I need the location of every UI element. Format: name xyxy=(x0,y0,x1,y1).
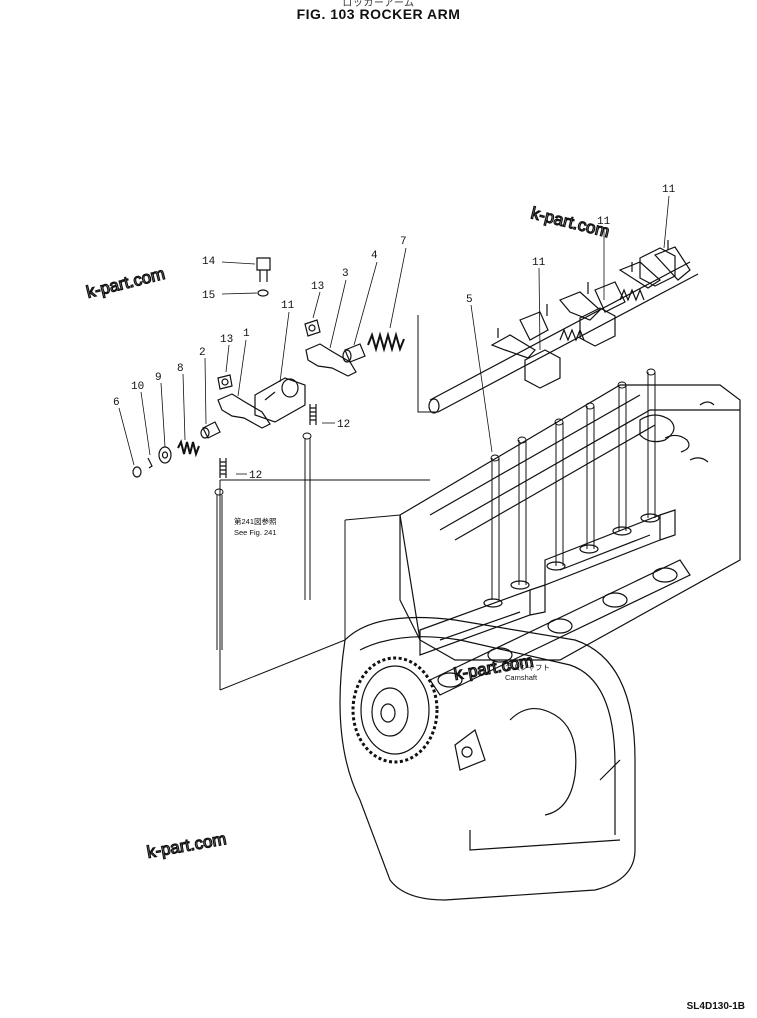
callout-12: 12 xyxy=(249,470,262,482)
tappet-bracket xyxy=(419,509,676,656)
pushrods xyxy=(490,368,656,600)
callout-15: 15 xyxy=(202,290,215,302)
callout-14: 14 xyxy=(202,256,216,268)
callout-labels: 6 10 9 8 2 13 1 12 14 15 11 13 3 4 7 12 … xyxy=(113,184,676,482)
washer-15 xyxy=(257,289,269,297)
callout-13: 13 xyxy=(220,334,233,346)
callout-10: 10 xyxy=(131,381,144,393)
callout-9: 9 xyxy=(155,372,162,384)
drawing-code: SL4D130-1B xyxy=(686,1001,745,1012)
callout-11: 11 xyxy=(597,216,611,228)
callout-11: 11 xyxy=(532,257,546,269)
pin-10 xyxy=(147,457,153,469)
callout-11: 11 xyxy=(281,300,295,312)
figure-title-en: FIG. 103 ROCKER ARM xyxy=(296,6,461,22)
watermarks: k-part.com k-part.com k-part.com k-part.… xyxy=(84,203,612,863)
pushrod xyxy=(302,432,312,600)
watermark: k-part.com xyxy=(145,829,227,862)
spring-7 xyxy=(367,331,405,353)
timing-gear-housing xyxy=(339,616,636,901)
figure-title: ロッカーアーム FIG. 103 ROCKER ARM xyxy=(0,0,757,22)
cylinder-head xyxy=(399,384,741,661)
callout-11: 11 xyxy=(662,184,676,196)
watermark: k-part.com xyxy=(84,264,167,302)
rocker-assembly xyxy=(490,240,691,389)
snap-ring-6 xyxy=(132,466,142,478)
rocker-arm-1 xyxy=(217,393,271,429)
callout-5: 5 xyxy=(466,294,473,306)
rocker-arm-3 xyxy=(305,343,357,377)
rocker-support-11 xyxy=(254,377,306,423)
callout-2: 2 xyxy=(199,347,206,359)
washer-9 xyxy=(158,446,172,464)
bolt-14 xyxy=(256,257,271,282)
adjusting-screw-12 xyxy=(309,404,317,425)
rocker-shaft-5 xyxy=(428,261,699,414)
nut-13 xyxy=(217,374,233,390)
notes: 第241図参照 See Fig. 241 カムシャフト Camshaft xyxy=(234,516,550,682)
figure-title-jp: ロッカーアーム xyxy=(342,0,415,9)
callout-8: 8 xyxy=(177,363,184,375)
leader-lines xyxy=(118,195,670,475)
camshaft-label: Camshaft xyxy=(505,673,538,682)
callout-7: 7 xyxy=(400,236,407,248)
reference-lines xyxy=(219,315,438,691)
timing-gear xyxy=(351,656,439,764)
spring-8 xyxy=(177,439,200,458)
camshaft-label-jp: カムシャフト xyxy=(505,663,550,672)
camshaft xyxy=(429,559,691,696)
nut-13 xyxy=(304,319,321,337)
callout-12: 12 xyxy=(337,419,350,431)
callout-13: 13 xyxy=(311,281,324,293)
pushrod xyxy=(214,488,224,650)
callout-3: 3 xyxy=(342,268,349,280)
bushing-2 xyxy=(200,421,221,439)
callout-4: 4 xyxy=(371,250,378,262)
callout-1: 1 xyxy=(243,328,250,340)
see-fig-note-jp: 第241図参照 xyxy=(234,516,277,526)
see-fig-note: See Fig. 241 xyxy=(234,528,277,537)
adjusting-screw-12 xyxy=(219,458,227,478)
bushing-4 xyxy=(342,343,366,363)
callout-6: 6 xyxy=(113,397,120,409)
